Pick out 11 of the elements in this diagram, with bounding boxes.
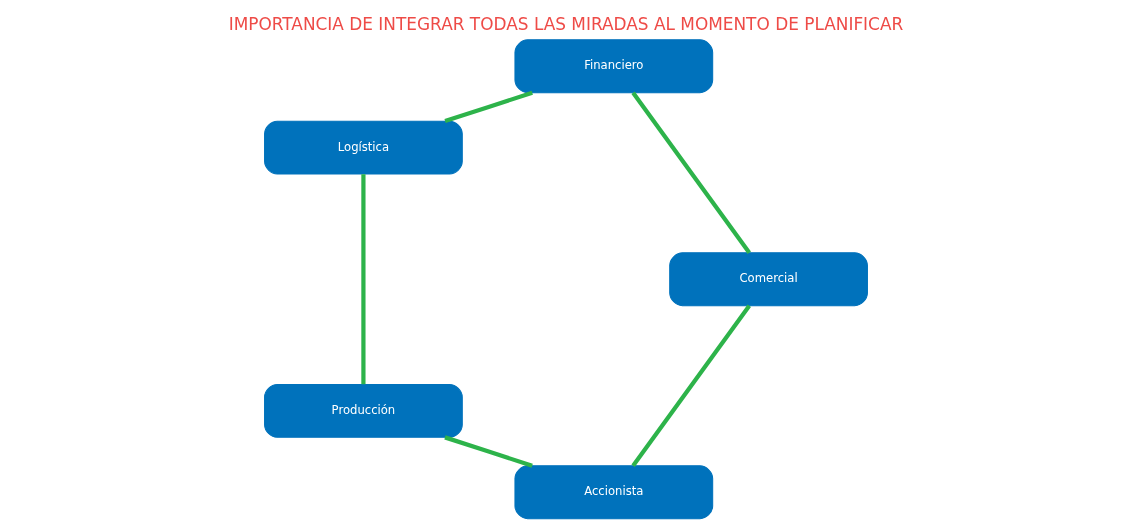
- node-box: Producción: [264, 383, 463, 438]
- diagram-title: IMPORTANCIA DE INTEGRAR TODAS LAS MIRADAS AL MOMENTO DE PLANIFICAR: [228, 14, 904, 35]
- node-box: Financiero: [514, 39, 714, 94]
- connector: [444, 90, 533, 124]
- connector: [444, 435, 533, 468]
- connector: [361, 174, 366, 385]
- node-box: Accionista: [514, 465, 714, 520]
- connector: [631, 304, 751, 467]
- node-box: Comercial: [669, 252, 868, 307]
- node-box: Logística: [264, 120, 463, 175]
- connector: [631, 91, 751, 254]
